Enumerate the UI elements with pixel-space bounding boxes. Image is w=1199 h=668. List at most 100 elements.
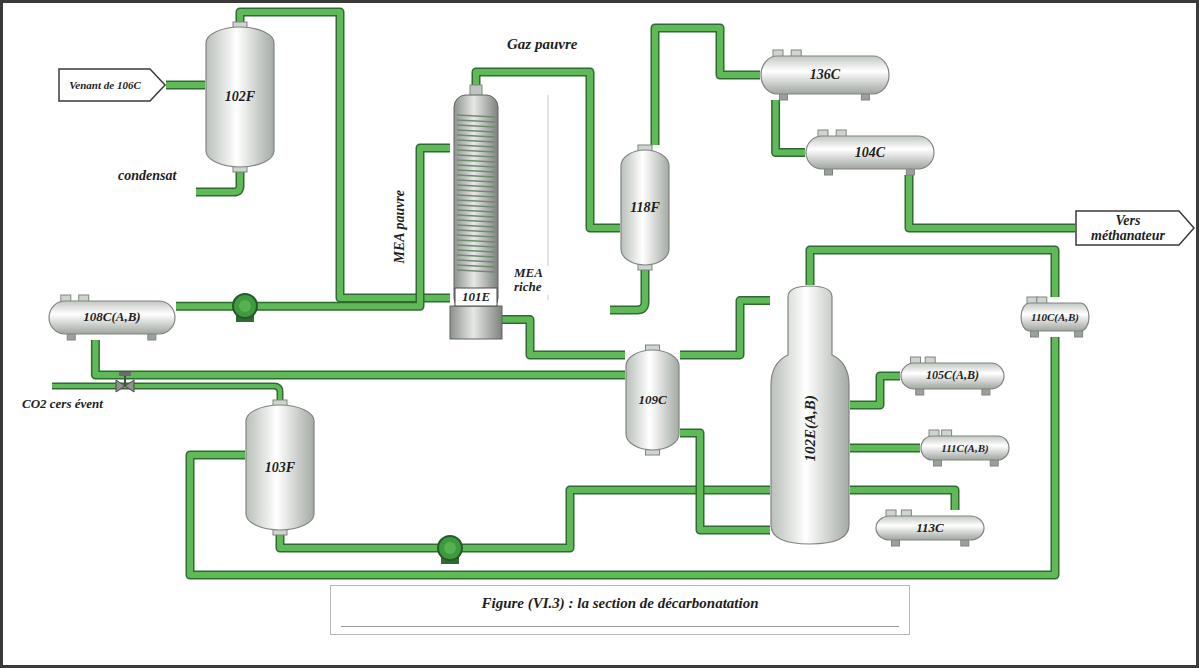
pump-symbol (233, 294, 257, 322)
equipment-node: 102F (205, 22, 275, 172)
arrow-box (59, 69, 165, 101)
process-pipe (95, 340, 625, 375)
pipe-outline (95, 340, 625, 375)
coil-winding (457, 155, 495, 157)
process-pipe (166, 85, 205, 86)
drain-pipe (610, 270, 645, 310)
coil-winding (457, 125, 495, 127)
coil-winding (457, 270, 495, 272)
process-pipe (655, 28, 760, 145)
pipe-outline (680, 301, 770, 355)
coil-winding (457, 160, 495, 162)
drum-body (49, 301, 175, 334)
coil-winding (457, 195, 495, 197)
pipe-fill (850, 490, 955, 510)
equipment-node: 113C (875, 510, 985, 546)
process-pipe (810, 250, 1055, 297)
equipment-tag: 109C (638, 393, 666, 407)
coil-winding (457, 240, 495, 242)
coil-winding (457, 205, 495, 207)
reboiler-body (771, 286, 849, 544)
equipment-tag: 103F (265, 460, 295, 475)
equipment-tag: Vers méthanateur (1078, 213, 1178, 244)
equipment-tag: 105C(A,B) (926, 369, 979, 382)
process-pipe (850, 448, 920, 449)
pipe-outline (176, 148, 450, 306)
stream-label: Gaz pauvre (505, 36, 579, 53)
condensate-pipe (196, 172, 240, 192)
coil-winding (457, 145, 495, 147)
process-pipe (680, 301, 770, 355)
equipment-node: Venant de 106C (58, 68, 166, 102)
text-holder: 136C (760, 56, 890, 94)
text-holder: 105C(A,B) (900, 363, 1005, 389)
equipment-tag: 118F (630, 200, 660, 215)
equipment-tag: 113C (916, 521, 943, 535)
text-holder: 101E (450, 288, 502, 306)
pipe-outline (166, 81, 205, 90)
stream-label: MEA pauvre (392, 188, 407, 266)
pipe-fill (680, 433, 770, 530)
process-pipe (850, 490, 955, 510)
coil-winding (457, 120, 495, 122)
stream-note: condensat (118, 168, 176, 183)
text-holder: Vers méthanateur (1075, 210, 1195, 246)
pipe-outline (909, 175, 1075, 228)
vessel-body (626, 350, 679, 450)
coil-winding (457, 255, 495, 257)
drum-body (901, 363, 1004, 389)
valve-symbol (116, 372, 134, 392)
pipe-outline (810, 250, 1055, 297)
coil-winding (457, 130, 495, 132)
drum-body (806, 136, 934, 169)
coil-winding (457, 260, 495, 262)
process-pipe (776, 100, 805, 153)
equipment-node: 109C (625, 345, 680, 455)
equipment-tag: Venant de 106C (69, 79, 141, 91)
pipe-fill (850, 376, 900, 405)
coil-winding (457, 225, 495, 227)
caption-rule (341, 626, 899, 627)
text-holder: 113C (875, 516, 985, 540)
pipe-fill (190, 337, 1055, 575)
text-holder: 104C (805, 136, 935, 169)
pipe-fill (95, 340, 625, 375)
equipment-node: 110C(A,B) (1020, 297, 1090, 337)
text-holder: 109C (625, 345, 680, 455)
equipment-node: 105C(A,B) (900, 357, 1005, 395)
text-holder: Venant de 106C (58, 68, 166, 102)
coil-winding (457, 250, 495, 252)
text-holder: 103F (245, 400, 315, 535)
coil-winding (457, 185, 495, 187)
coil-winding (457, 165, 495, 167)
equipment-tag: 101E (462, 290, 490, 304)
pipe-fill (166, 82, 205, 88)
text-holder: 118F (620, 145, 670, 270)
vessel-body (206, 27, 274, 167)
equipment-node: 102E(A,B) (770, 285, 850, 545)
coil-winding (457, 235, 495, 237)
coil-winding (457, 265, 495, 267)
coil-winding (457, 180, 495, 182)
coil-winding (457, 210, 495, 212)
process-pipe (680, 433, 770, 530)
equipment-node: 104C (805, 130, 935, 175)
figure-caption: Figure (VI.3) : la section de décarbonat… (330, 595, 910, 612)
drum-body (761, 56, 889, 94)
coil-winding (457, 150, 495, 152)
pipe-fill (776, 100, 805, 153)
text-holder: 102E(A,B) (770, 418, 850, 438)
equipment-node: 136C (760, 50, 890, 100)
pipe-fill (680, 301, 770, 355)
equipment-tag: 104C (855, 145, 885, 160)
drum-body (1021, 303, 1089, 331)
equipment-tag: 108C(A,B) (83, 310, 140, 324)
process-pipe (502, 320, 625, 355)
coil-winding (457, 140, 495, 142)
equipment-node: 111C(A,B) (920, 430, 1010, 466)
equipment-node: 103F (245, 400, 315, 535)
equipment-tag: 136C (810, 67, 840, 82)
coil-winding (457, 175, 495, 177)
